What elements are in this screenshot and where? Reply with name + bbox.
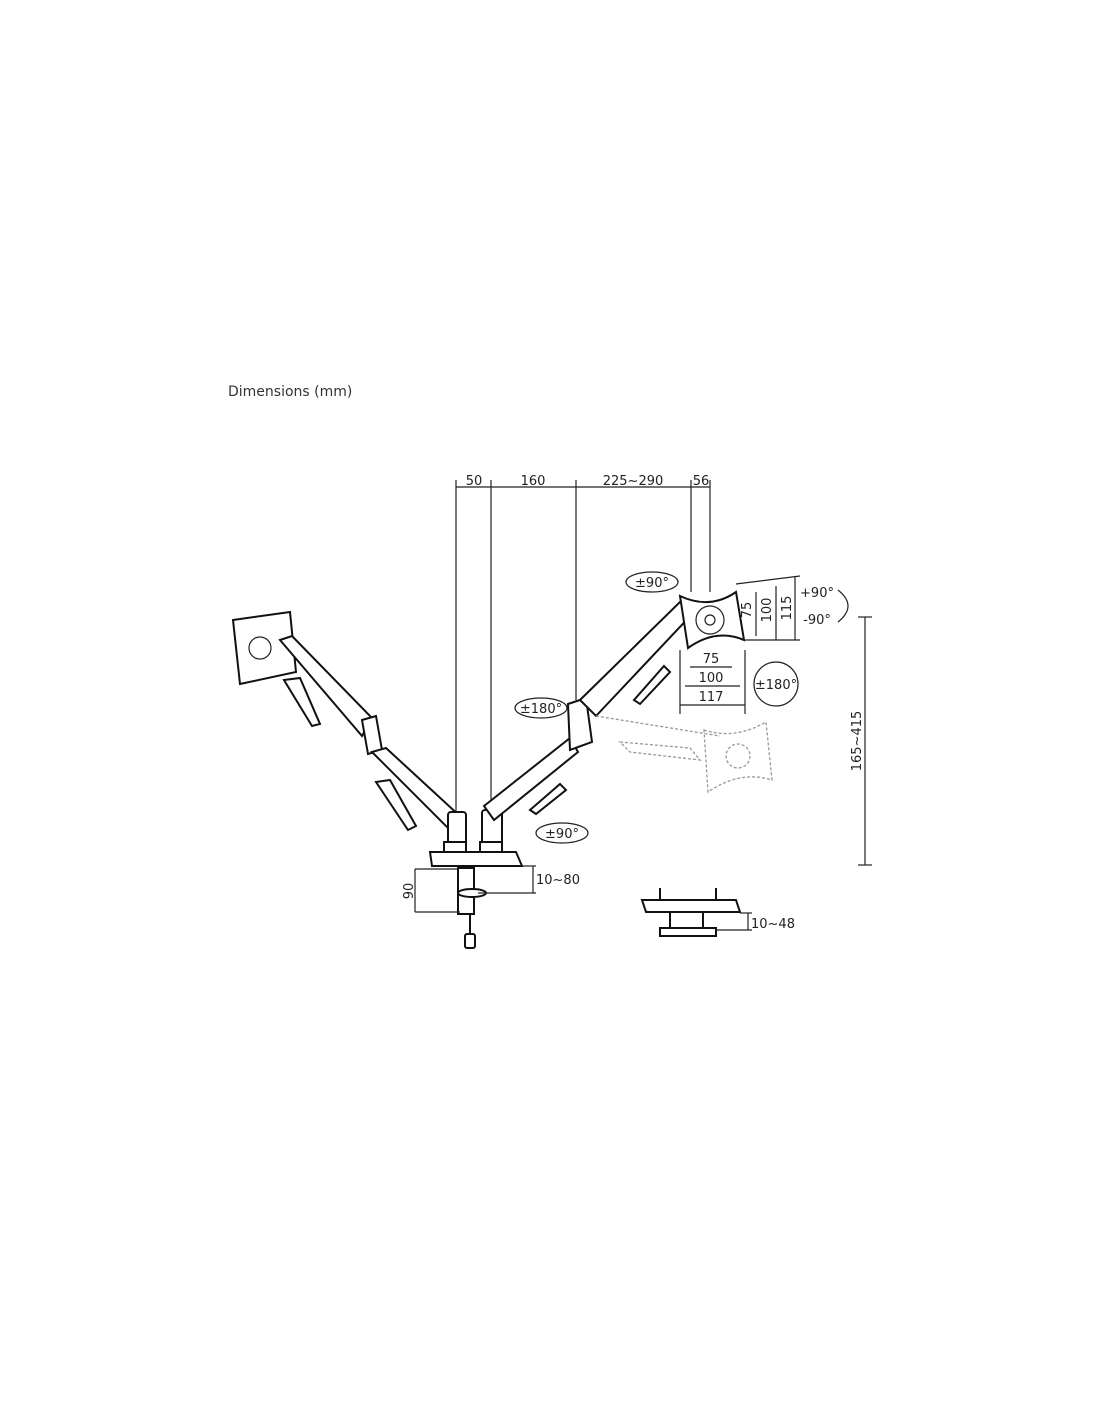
- vesa-h-117: 117: [699, 690, 724, 705]
- vesa-v-75: 75: [740, 602, 755, 619]
- grommet-desk-thickness-label: 10~48: [751, 917, 795, 932]
- height-dimension-line: [858, 616, 872, 866]
- desk-clamp: [414, 841, 536, 949]
- dim-50: 50: [466, 474, 483, 489]
- top-dimension-lines: [455, 480, 711, 812]
- rotate-arrow-icon: [625, 571, 679, 593]
- height-range-label: 165~415: [850, 711, 865, 772]
- tilt-up-label: +90°: [800, 586, 834, 601]
- clamp-height-label: 90: [402, 883, 417, 900]
- plate-rotate-label: ±180°: [755, 678, 797, 693]
- rotate-arrow-icon: [514, 697, 568, 719]
- vesa-h-75: 75: [703, 652, 720, 667]
- dim-225-290: 225~290: [603, 474, 664, 489]
- grommet-mount: [640, 888, 752, 937]
- left-arm: [231, 610, 467, 853]
- dim-56: 56: [693, 474, 710, 489]
- right-arm: [481, 590, 746, 853]
- page-title: Dimensions (mm): [228, 384, 353, 400]
- arm-joint-label: ±180°: [520, 702, 562, 717]
- tilt-arrow-icon: [837, 589, 849, 623]
- dim-160: 160: [521, 474, 546, 489]
- rotate-arrow-icon: [535, 822, 589, 844]
- vesa-h-100: 100: [699, 671, 724, 686]
- vesa-dimension-lines: [679, 575, 801, 714]
- clamp-desk-thickness-label: 10~80: [536, 873, 580, 888]
- plate-swivel-label: ±90°: [635, 576, 669, 591]
- base-swivel-label: ±90°: [545, 827, 579, 842]
- alternate-position-ghost: [595, 715, 773, 794]
- vesa-v-100: 100: [760, 598, 775, 623]
- vesa-v-115: 115: [780, 596, 795, 621]
- rotate-arrow-icon: [753, 661, 799, 707]
- tilt-down-label: -90°: [803, 613, 831, 628]
